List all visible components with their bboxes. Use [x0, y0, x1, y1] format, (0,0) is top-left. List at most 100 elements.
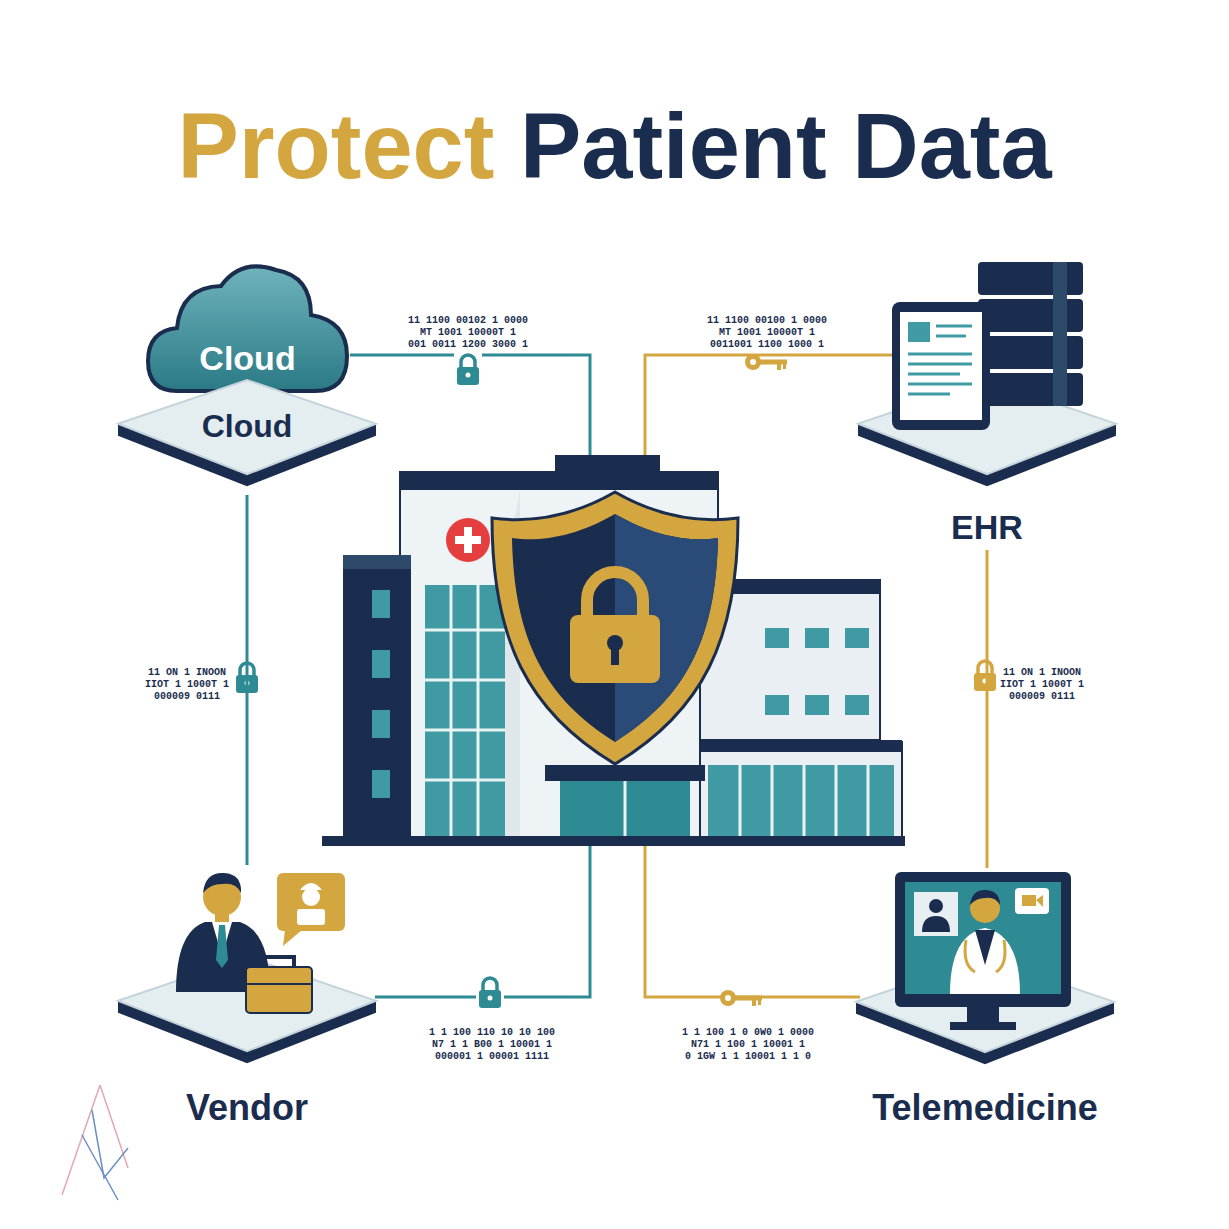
binary-data-text: 11 ON 1 INOON	[1003, 667, 1081, 678]
ehr-tablet	[892, 302, 990, 430]
hospital-building	[455, 536, 481, 544]
ehr-server	[978, 262, 1083, 406]
speech-bubble-icon	[277, 873, 345, 946]
cloud-platform: Cloud	[118, 380, 376, 495]
ehr-server	[978, 336, 1083, 369]
hospital-building	[343, 555, 411, 569]
security-shield	[492, 492, 738, 764]
platform-top	[118, 380, 376, 474]
binary-data-text: 1 1 100 1 0 0W0 1 0000	[682, 1027, 814, 1038]
key-icon	[758, 1000, 761, 1005]
binary-data-text: 0 1GW 1 1 10001 1 1 0	[685, 1051, 811, 1062]
vendor-person	[203, 873, 241, 893]
hospital-building	[555, 455, 660, 473]
telemedicine-monitor	[895, 872, 1071, 1007]
lock-icon	[476, 976, 504, 1011]
network-wire	[375, 842, 590, 997]
binary-label-wrap: 1 1 100 110 10 10 100	[492, 1021, 618, 1039]
telemedicine-monitor	[965, 940, 1005, 972]
telemedicine-monitor	[1036, 895, 1043, 907]
security-shield	[587, 572, 643, 622]
ehr-server	[978, 373, 1083, 406]
security-shield	[570, 615, 660, 683]
speech-bubble-icon	[277, 873, 345, 931]
security-shield	[611, 645, 619, 665]
briefcase-icon	[246, 957, 312, 1013]
lock-icon	[978, 661, 992, 674]
speech-bubble-icon	[297, 909, 325, 925]
hospital-building	[400, 472, 718, 490]
cloud-shape: Cloud	[145, 255, 350, 395]
hospital-building	[560, 781, 690, 837]
ehr-tablet	[908, 322, 930, 342]
hospital-building	[765, 695, 789, 715]
binary-label-wrap: 11 ON 1 INOON	[1042, 661, 1120, 679]
watermark-logo	[100, 1085, 128, 1168]
binary-data-text: MT 1001 10000T 1	[420, 327, 516, 338]
key-icon	[720, 990, 762, 1006]
binary-label-wrap: 11 1100 00100 1 0000	[767, 309, 887, 327]
hospital-building	[708, 765, 894, 837]
hospital-building	[845, 628, 869, 648]
binary-data-text: IIOT 1 1000T 1	[145, 679, 229, 690]
telemedicine-monitor	[914, 892, 958, 936]
binary-data-text: 000009 0111	[154, 691, 220, 702]
title-word: Protect	[177, 95, 494, 197]
lock-icon	[479, 990, 501, 1008]
hospital-building	[372, 650, 390, 678]
binary-data-text: 11 1100 00100 1 0000	[707, 315, 827, 326]
security-shield	[512, 514, 718, 742]
briefcase-icon	[264, 957, 294, 967]
key-icon	[752, 1000, 756, 1006]
lock-icon	[971, 659, 999, 694]
security-shield	[492, 492, 738, 764]
node-label: Telemedicine	[845, 1086, 1125, 1129]
ehr-server	[978, 299, 1083, 332]
platform-top	[118, 957, 376, 1051]
hospital-building	[343, 555, 411, 837]
key-icon	[720, 990, 736, 1006]
title-word: Patient Data	[494, 95, 1051, 197]
hospital-building	[805, 628, 829, 648]
telemedicine-monitor	[975, 930, 995, 965]
speech-bubble-icon	[283, 930, 302, 946]
binary-label-wrap: 11 ON 1 INOON	[187, 661, 265, 679]
lock-icon	[476, 976, 504, 1011]
lock-icon	[466, 373, 471, 378]
lock-icon	[454, 353, 482, 388]
key-icon	[750, 359, 756, 365]
node-label: Cloud	[118, 407, 376, 445]
ehr-tablet	[900, 312, 982, 420]
telemedicine-monitor	[929, 899, 943, 913]
binary-data-text: IIOT 1 1000T 1	[1000, 679, 1084, 690]
binary-data-text: 11 ON 1 INOON	[148, 667, 226, 678]
lock-icon	[974, 673, 996, 691]
ehr-tablet	[892, 302, 990, 430]
hospital-building	[845, 695, 869, 715]
vendor-person	[216, 925, 228, 968]
telemedicine-monitor	[967, 1005, 999, 1023]
hospital-building	[700, 742, 902, 837]
telemedicine-monitor	[950, 928, 1020, 994]
telemedicine-monitor	[970, 890, 1000, 905]
lock-icon	[461, 355, 475, 368]
telemedicine-monitor	[1022, 895, 1036, 906]
ehr-tablet	[908, 326, 972, 394]
hospital-building	[765, 628, 789, 648]
key-icon	[725, 995, 731, 1001]
key-icon	[735, 996, 762, 1001]
telemedicine-monitor	[1015, 888, 1049, 914]
connector-line	[986, 550, 989, 868]
binary-data-text: N7 1 1 B00 1 10001 1	[432, 1039, 552, 1050]
hospital-building	[805, 695, 829, 715]
lock-icon	[488, 996, 493, 1001]
lock-icon	[457, 367, 479, 385]
speech-bubble-icon	[300, 883, 322, 890]
ehr-server	[1053, 262, 1067, 406]
binary-label-wrap: 11 1100 00102 1 0000	[468, 309, 588, 327]
telemedicine-monitor	[905, 882, 1061, 994]
network-wire	[645, 842, 860, 997]
key-icon	[745, 354, 761, 370]
ehr-server	[978, 262, 1083, 295]
